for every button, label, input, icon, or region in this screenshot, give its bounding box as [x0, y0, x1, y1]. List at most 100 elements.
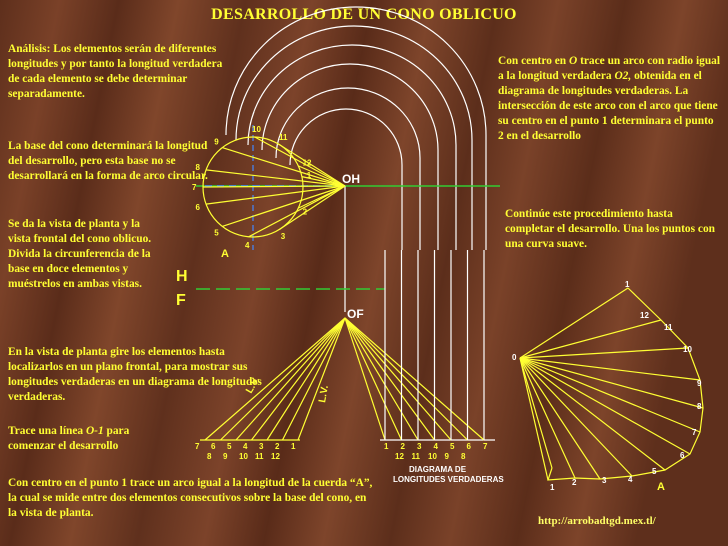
front-ray [266, 317, 346, 441]
plan-ray [222, 185, 346, 227]
dev-ray [519, 357, 549, 481]
centro-e: obtenida en el diagrama de longitudes ve… [498, 70, 718, 142]
plan-ray [301, 176, 346, 187]
tl-point-label: 10 [428, 452, 437, 461]
arc-5 [275, 87, 421, 250]
front-point-label: 8 [207, 452, 212, 461]
dev-ray [519, 357, 701, 381]
plan-point-label: 11 [279, 133, 288, 142]
tl-ray [344, 317, 435, 441]
dev-ray [519, 319, 662, 359]
text-centro-o: Con centro en O trace un arco con radio … [498, 54, 720, 144]
front-point-label: 9 [223, 452, 228, 461]
front-point-label: 12 [271, 452, 280, 461]
tl-verticals [384, 250, 485, 440]
front-view [200, 250, 495, 441]
dev-point-label: 9 [697, 379, 702, 388]
front-ray [220, 317, 346, 441]
tl-point-label: 5 [450, 442, 455, 451]
text-analisis: Análisis: Los elementos serán de diferen… [8, 43, 223, 100]
plan-ray [279, 185, 346, 230]
dev-point-label: 2 [572, 478, 577, 487]
dev-ray [519, 357, 666, 471]
page-title: DESARROLLO DE UN CONO OBLICUO [211, 6, 517, 23]
construction-lines [196, 125, 500, 312]
text-vista: Se da la vista de planta y la vista fron… [8, 218, 152, 290]
label-a-dev: A [657, 481, 665, 493]
source-url[interactable]: http://arrobadtgd.mex.tl/ [538, 515, 656, 527]
tl-point-label: 8 [461, 452, 466, 461]
plan-point-label: 1 [307, 171, 312, 180]
centro-b: O [568, 55, 578, 67]
centro-a: Con centro en [498, 55, 569, 67]
tl-point-label: 2 [401, 442, 406, 451]
dev-point-label: 6 [680, 451, 685, 460]
dev-point-label: 8 [697, 402, 702, 411]
plan-point-label: 7 [192, 183, 197, 192]
dev-ray [519, 357, 701, 433]
plan-point-label: 3 [281, 232, 286, 241]
dev-ray [519, 347, 689, 359]
plan-ray [202, 185, 346, 188]
tl-ray [344, 317, 468, 441]
tl-point-label: 1 [384, 442, 389, 451]
tl-point-label: 7 [483, 442, 488, 451]
label-f: F [176, 292, 186, 309]
dev-ray [519, 357, 704, 409]
dev-point-label: 12 [640, 311, 649, 320]
plan-point-label: 6 [195, 203, 200, 212]
development [519, 287, 704, 481]
arc-6 [289, 108, 403, 250]
plan-point-label: 12 [303, 158, 312, 167]
front-ray [281, 317, 346, 441]
label-of: OF [347, 307, 364, 321]
label-oh: OH [342, 172, 360, 186]
diagram-labels: OH OF H F A A L.V. L.V. DIAGRAMA DE LONG… [176, 125, 702, 493]
trace-em: O-1 [85, 425, 104, 437]
tl-point-label: 11 [412, 452, 421, 461]
dev-point-label: 3 [602, 476, 607, 485]
front-ray [251, 317, 346, 441]
dev-ray [519, 357, 633, 477]
plan-ray [298, 165, 346, 187]
tl-point-label: 12 [395, 452, 404, 461]
tl-point-label: 6 [467, 442, 472, 451]
plan-point-label: 5 [214, 229, 219, 238]
dev-point-label: 4 [628, 475, 633, 484]
front-ray [204, 317, 346, 441]
plan-point-label: 2 [303, 208, 308, 217]
label-a-plan: A [221, 248, 229, 260]
text-girar: En la vista de planta gire los elementos… [8, 346, 262, 403]
dev-ray [519, 357, 553, 469]
true-length-arcs [225, 6, 487, 250]
dev-point-label: 7 [692, 428, 697, 437]
dev-point-label: 5 [652, 467, 657, 476]
arc-1 [225, 6, 487, 250]
dev-point-label: 1 [625, 280, 630, 289]
text-base: La base del cono determinará la longitud… [8, 140, 208, 182]
dev-curve [547, 287, 704, 481]
centro-c: trace un arco con radio igual a la longi… [498, 55, 721, 82]
front-point-label: 1 [291, 442, 296, 451]
front-point-label: 6 [211, 442, 216, 451]
arc-3 [247, 44, 457, 250]
front-point-label: 11 [255, 452, 264, 461]
front-ray [297, 317, 346, 441]
tl-ray [344, 317, 419, 441]
front-point-label: 2 [275, 442, 280, 451]
front-point-label: 5 [227, 442, 232, 451]
arc-4 [261, 63, 439, 250]
dev-ray [519, 357, 576, 479]
plan-ray [248, 185, 346, 238]
tl-rays [344, 317, 485, 441]
plan-ray [277, 143, 346, 187]
dev-point-label: 0 [512, 353, 517, 362]
centro-d: O2, [614, 70, 632, 82]
label-diagram-1: DIAGRAMA DE [409, 465, 467, 474]
plan-ray [222, 147, 346, 187]
front-point-label: 7 [195, 442, 200, 451]
plan-ray [254, 136, 346, 187]
